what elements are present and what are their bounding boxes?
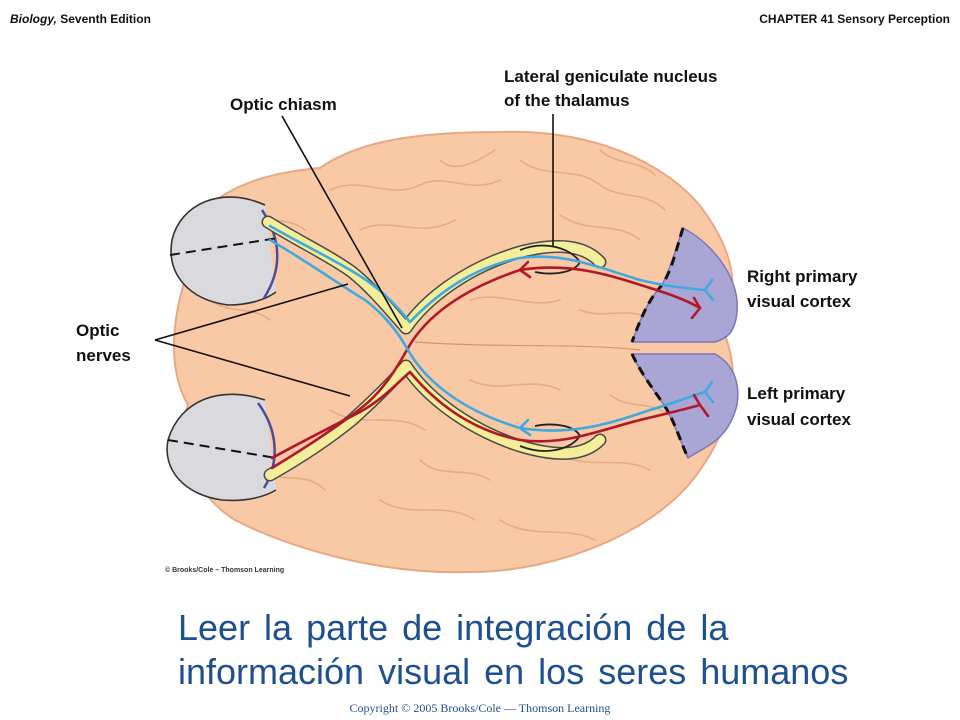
caption-line-2: información visual en los seres humanos — [178, 651, 849, 692]
footer-copyright: Copyright © 2005 Brooks/Cole — Thomson L… — [349, 701, 611, 715]
label-optic-nerves-line2: nerves — [76, 346, 131, 365]
brain-top-view — [172, 130, 734, 574]
label-lgn-line2: of the thalamus — [504, 91, 630, 110]
caption-line-1: Leer la parte de integración de la — [178, 607, 729, 648]
label-left-cortex-line2: visual cortex — [747, 410, 851, 429]
arrowhead-red-upper — [517, 260, 532, 279]
cortex-terminal-branches — [690, 278, 715, 418]
right-eye — [169, 196, 279, 306]
visual-pathway-diagram: Optic chiasm Lateral geniculate nucleus … — [76, 67, 858, 574]
label-leader-lines — [154, 114, 554, 397]
label-optic-nerves-line1: Optic — [76, 321, 119, 340]
longitudinal-fissure — [414, 341, 641, 351]
arrowhead-blue-lower — [517, 418, 532, 437]
header-book-title: Biology, Seventh Edition — [10, 12, 151, 26]
label-right-cortex-line1: Right primary — [747, 267, 858, 286]
pathway-arrowheads — [517, 260, 532, 437]
label-lgn-line1: Lateral geniculate nucleus — [504, 67, 718, 86]
left-primary-visual-cortex-region — [630, 353, 739, 460]
header-chapter: CHAPTER 41 Sensory Perception — [759, 12, 950, 26]
left-eye — [166, 393, 277, 502]
pathway-blue-upper — [268, 224, 707, 324]
pathway-red-lower — [270, 370, 702, 460]
pathway-blue-crossing-down — [268, 238, 707, 432]
figure-credit: © Brooks/Cole – Thomson Learning — [165, 566, 284, 574]
label-optic-chiasm: Optic chiasm — [230, 95, 337, 114]
label-right-cortex-line2: visual cortex — [747, 292, 851, 311]
slide-caption: Leer la parte de integración de la infor… — [178, 606, 938, 694]
visual-pathways — [268, 224, 707, 470]
book-edition: Seventh Edition — [56, 12, 151, 26]
label-left-cortex-line1: Left primary — [747, 384, 846, 403]
book-title: Biology, — [10, 12, 57, 26]
